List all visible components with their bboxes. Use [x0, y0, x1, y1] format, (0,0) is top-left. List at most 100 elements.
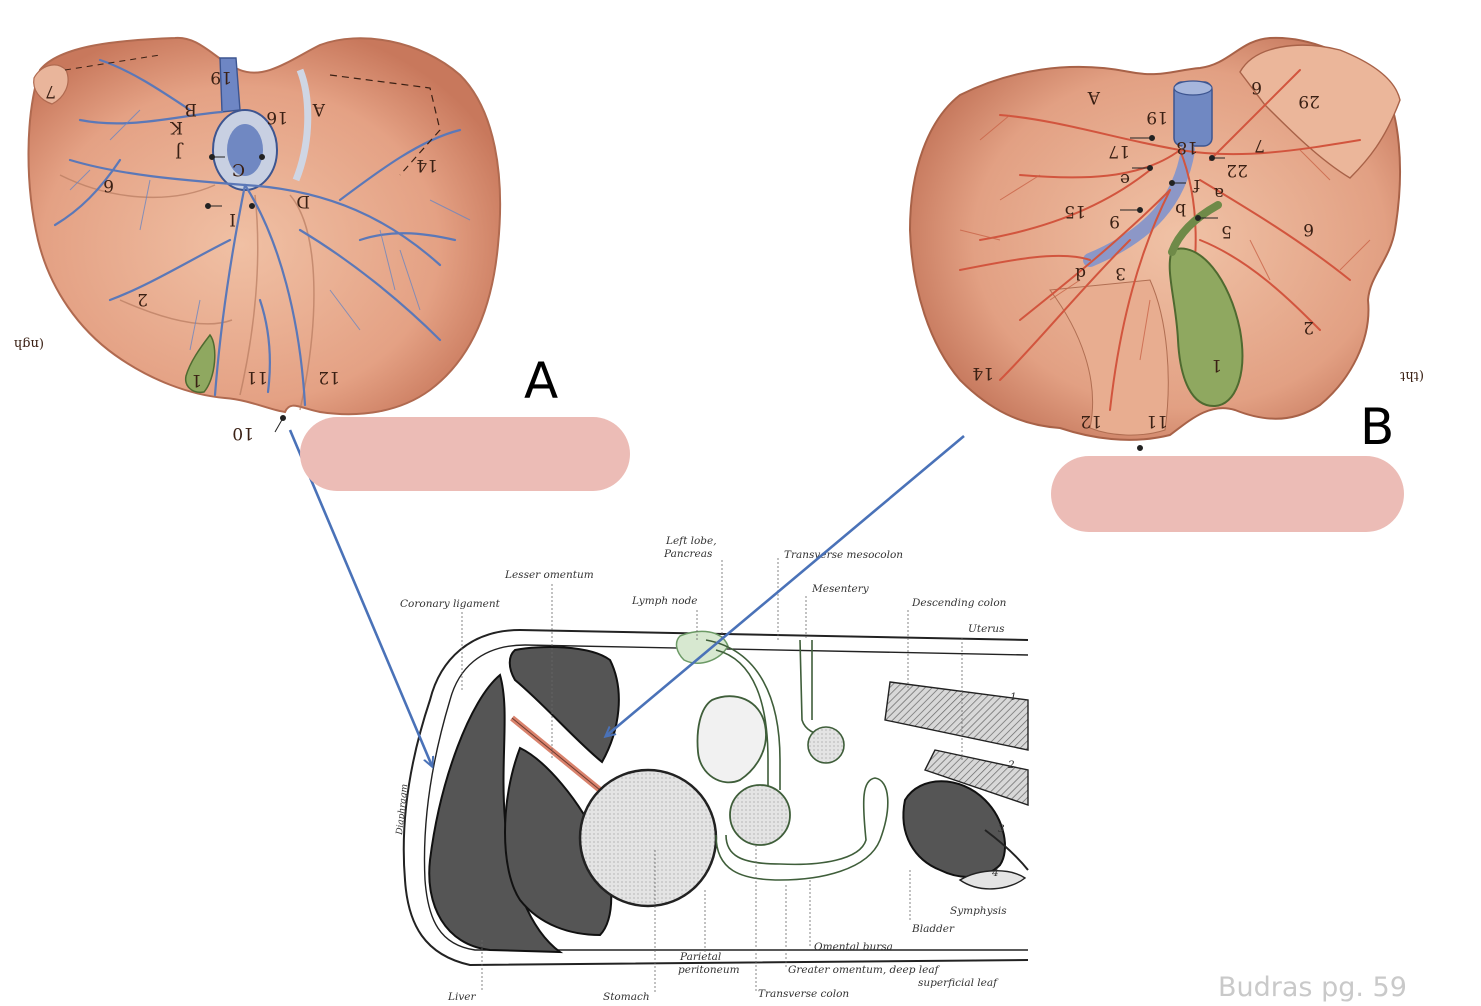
liver-left-label: 1 [191, 370, 202, 390]
liver-left-label: 10 [232, 423, 254, 443]
label-uterus: Uterus [968, 623, 1005, 635]
liver-left-vena-lumen [227, 124, 263, 176]
sagittal-section: 1 2 3 4 Left lobe, Pancreas Transverse m… [395, 535, 1029, 1003]
liver-right-label: d [1075, 263, 1086, 283]
liver-left-small-veins [69, 109, 471, 351]
liver-left-label: C [232, 159, 245, 179]
section-number: 3 [998, 823, 1005, 835]
liver-right-label: 11 [1146, 411, 1168, 431]
section-band-2 [924, 749, 1029, 806]
label-lymph-node: Lymph node [631, 595, 698, 607]
answer-box-a[interactable] [300, 417, 630, 491]
liver-right-label: 3 [1115, 263, 1126, 283]
section-liver-lobe-middle [504, 746, 613, 937]
label-omental-bursa: Omental bursa [814, 941, 893, 953]
liver-left-shape [27, 36, 502, 416]
section-liver [428, 673, 564, 954]
letter-b: B [1360, 398, 1395, 456]
liver-right-label: 19 [1146, 107, 1168, 127]
liver-left-label: 7 [45, 81, 56, 101]
margin-text-right: (tht [1399, 368, 1424, 383]
label-superficial-leaf: superficial leaf [918, 977, 999, 989]
arrow-b-to-section [606, 435, 965, 736]
liver-right-label: 29 [1298, 91, 1320, 111]
section-liver-lobe-upper [508, 646, 620, 764]
liver-right-pointers [1120, 135, 1225, 451]
liver-left-label: I [229, 209, 236, 229]
liver-right-label: 5 [1221, 221, 1232, 241]
liver-left-label: A [312, 99, 326, 119]
section-number: 2 [1007, 759, 1015, 771]
label-diaphragm: Diaphragm [395, 784, 410, 837]
liver-right-gallbladder [1168, 247, 1244, 408]
liver-left-labels: 7 19 B 16 A K J C 6 14 D I 2 1 11 12 10 [45, 67, 438, 443]
liver-right-label: f [1192, 175, 1200, 195]
liver-right-label: 9 [1109, 211, 1120, 231]
label-left-lobe: Left lobe, [665, 535, 717, 547]
arrow-a-to-section [288, 429, 432, 766]
label-coronary-ligament: Coronary ligament [400, 598, 501, 610]
section-stomach [578, 768, 718, 908]
liver-left-illustration: 7 19 B 16 A K J C 6 14 D I 2 1 11 12 10 [27, 36, 502, 443]
liver-right-label: 14 [972, 363, 994, 383]
liver-right-label: 15 [1064, 201, 1086, 221]
body-wall-inner [423, 644, 1029, 951]
liver-left-gallbladder [184, 333, 216, 394]
section-symphysis [958, 870, 1027, 890]
liver-right-label: A [1087, 87, 1101, 107]
label-stomach: Stomach [603, 991, 650, 1003]
letter-a: A [524, 352, 559, 410]
liver-right-label: 2 [1303, 317, 1314, 337]
liver-right-caudate-flap [1239, 44, 1401, 179]
liver-right-arteries [959, 69, 1361, 411]
liver-left-ear [33, 64, 69, 105]
section-number: 4 [991, 867, 999, 879]
label-parietal-peritoneum-2: peritoneum [678, 964, 740, 976]
liver-right-cystic-duct [1168, 201, 1222, 256]
liver-right-label: 7 [1254, 135, 1265, 155]
liver-left-dashed-line-2 [64, 54, 161, 71]
label-pancreas: Pancreas [663, 548, 713, 560]
liver-right-label: 6 [1303, 219, 1314, 239]
label-bladder: Bladder [911, 923, 955, 935]
liver-left-label: 19 [210, 67, 232, 87]
section-band-1 [884, 681, 1029, 751]
liver-right-vena-top [1173, 80, 1213, 96]
margin-text-left: (ngh [13, 336, 44, 351]
body-wall-outline [402, 628, 1029, 967]
liver-right-label: b [1175, 199, 1186, 219]
label-symphysis: Symphysis [950, 905, 1007, 917]
liver-left-dashed-line [329, 74, 441, 176]
section-number: 1 [1010, 691, 1017, 703]
section-lymph-circle [807, 726, 845, 764]
liver-right-label: 6 [1251, 77, 1262, 97]
section-lesser-omentum-edge [511, 717, 601, 791]
liver-right-inner-lobe [1049, 279, 1169, 436]
label-transverse-mesocolon: Transverse mesocolon [784, 549, 903, 561]
liver-right-label: e [1120, 169, 1130, 189]
label-mesentery: Mesentery [811, 583, 870, 595]
liver-right-illustration: A 19 6 29 17 18 7 22 e a f 15 9 b 5 6 d … [908, 36, 1401, 451]
liver-left-fissures [59, 174, 315, 411]
liver-left-label: 14 [416, 155, 438, 175]
liver-left-label: 6 [103, 175, 114, 195]
label-transverse-colon: Transverse colon [758, 988, 849, 1000]
liver-right-label: 18 [1176, 137, 1198, 157]
label-parietal-peritoneum: Parietal [679, 951, 721, 963]
label-liver: Liver [447, 991, 476, 1003]
liver-right-label: 12 [1080, 411, 1102, 431]
answer-box-b[interactable] [1051, 456, 1404, 532]
liver-left-label: J [175, 141, 184, 161]
section-bladder [902, 780, 1006, 878]
label-lesser-omentum: Lesser omentum [504, 569, 594, 581]
section-colon [696, 695, 767, 784]
liver-left-duct [292, 68, 312, 182]
liver-left-label: 12 [318, 367, 340, 387]
section-transverse-colon [729, 784, 791, 846]
section-pancreas [675, 630, 729, 664]
liver-left-label: 2 [137, 289, 148, 309]
liver-right-small-arteries [959, 114, 1371, 361]
liver-left-pointers [205, 154, 286, 433]
liver-left-veins [53, 58, 462, 407]
